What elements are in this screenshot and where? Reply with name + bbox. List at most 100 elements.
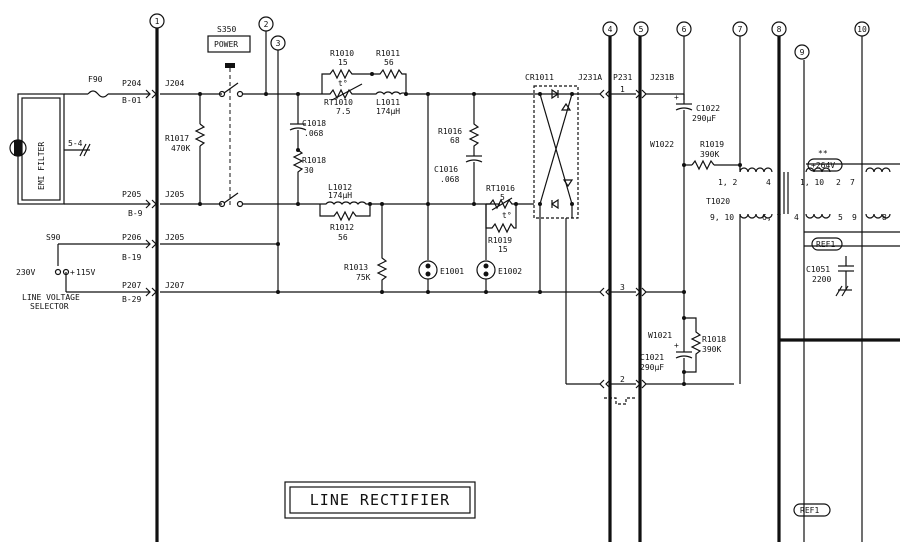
svg-text:2: 2: [620, 375, 625, 384]
svg-text:J204: J204: [165, 79, 184, 88]
svg-text:6, 7: 6, 7: [762, 213, 781, 222]
svg-text:F90: F90: [88, 75, 103, 84]
resistor-r1013: R1013 75K: [344, 204, 388, 292]
svg-text:t°: t°: [502, 211, 512, 220]
svg-text:5: 5: [838, 213, 843, 222]
svg-text:P231: P231: [613, 73, 632, 82]
svg-text:390K: 390K: [700, 150, 719, 159]
svg-text:290µF: 290µF: [640, 363, 664, 372]
svg-text:230V: 230V: [16, 268, 35, 277]
svg-text:470K: 470K: [171, 144, 190, 153]
svg-text:T1020: T1020: [706, 197, 730, 206]
svg-text:B-19: B-19: [122, 253, 141, 262]
node-7: 7: [732, 21, 748, 37]
svg-text:RT1016: RT1016: [486, 184, 515, 193]
bus-lines: [155, 28, 900, 542]
svg-text:2: 2: [264, 20, 269, 29]
svg-text:SELECTOR: SELECTOR: [30, 302, 69, 311]
svg-text:P204: P204: [122, 79, 141, 88]
svg-text:115V: 115V: [76, 268, 95, 277]
svg-text:EMI FILTER: EMI FILTER: [37, 142, 46, 190]
capacitor-c1018: C1018 .068: [289, 94, 326, 150]
svg-text:3: 3: [620, 283, 625, 292]
svg-text:J205: J205: [165, 233, 184, 242]
resistor-r1018: R1018 30: [292, 149, 326, 204]
svg-text:W1022: W1022: [650, 140, 674, 149]
svg-text:R1012: R1012: [330, 223, 354, 232]
svg-text:10: 10: [857, 25, 867, 34]
svg-text:J231B: J231B: [650, 73, 674, 82]
svg-text:+264V: +264V: [811, 161, 835, 170]
svg-text:R1019: R1019: [700, 140, 724, 149]
svg-text:30: 30: [304, 166, 314, 175]
svg-text:R1011: R1011: [376, 49, 400, 58]
svg-text:9, 10: 9, 10: [710, 213, 734, 222]
svg-text:RT1010: RT1010: [324, 98, 353, 107]
svg-text:.068: .068: [440, 175, 459, 184]
svg-text:C1021: C1021: [640, 353, 664, 362]
svg-text:LINE VOLTAGE: LINE VOLTAGE: [22, 293, 80, 302]
svg-text:290µF: 290µF: [692, 114, 716, 123]
svg-text:P206: P206: [122, 233, 141, 242]
svg-text:174µH: 174µH: [376, 107, 400, 116]
svg-text:2: 2: [836, 178, 841, 187]
capacitor-c1016: C1016 .068: [434, 155, 483, 204]
capacitor-c1051: C1051 2200: [806, 256, 854, 297]
svg-text:4: 4: [766, 178, 771, 187]
transformer-t1020: 1, 2 T1020 9, 10 4 6, 7 1, 10 2 7 4 5 9 …: [706, 163, 900, 384]
svg-text:5: 5: [639, 25, 644, 34]
svg-text:J205: J205: [165, 190, 184, 199]
svg-text:**: **: [818, 149, 828, 158]
resistor-r1011: R1011 56: [372, 49, 407, 94]
svg-text:J207: J207: [165, 281, 184, 290]
diagram-title: LINE RECTIFIER: [310, 491, 450, 509]
spark-gap-e1001: E1001: [418, 94, 464, 292]
svg-text:+: +: [674, 93, 679, 102]
node-10: 10: [854, 21, 870, 37]
svg-text:4: 4: [608, 25, 613, 34]
svg-text:1: 1: [620, 85, 625, 94]
node-labels: 1 2 3 4 5 6 7 8 9 10: [149, 13, 870, 60]
svg-text:+: +: [674, 341, 679, 350]
power-switch-s350[interactable]: S350 POWER: [207, 25, 251, 208]
svg-text:E1001: E1001: [440, 267, 464, 276]
fuse-f90: F90: [87, 75, 109, 98]
svg-text:C1051: C1051: [806, 265, 830, 274]
resistor-r1018-390k: R1018 390K: [684, 317, 726, 373]
svg-text:75K: 75K: [356, 273, 371, 282]
svg-text:9: 9: [852, 213, 857, 222]
svg-text:5: 5: [500, 193, 505, 202]
svg-text:C1018: C1018: [302, 119, 326, 128]
svg-text:R1017: R1017: [165, 134, 189, 143]
svg-text:4: 4: [794, 213, 799, 222]
svg-text:7: 7: [850, 178, 855, 187]
svg-text:C1022: C1022: [696, 104, 720, 113]
svg-text:P207: P207: [122, 281, 141, 290]
resistor-r1019-15: R1019 15: [485, 204, 517, 254]
svg-text:POWER: POWER: [214, 40, 238, 49]
svg-text:3: 3: [276, 39, 281, 48]
node-4: 4: [602, 21, 618, 37]
svg-text:S350: S350: [217, 25, 236, 34]
svg-text:1: 1: [155, 17, 160, 26]
svg-text:B-29: B-29: [122, 295, 141, 304]
svg-text:15: 15: [498, 245, 508, 254]
svg-text:8: 8: [777, 25, 782, 34]
node-3: 3: [270, 35, 286, 51]
node-8: 8: [771, 21, 787, 37]
svg-text:C1016: C1016: [434, 165, 458, 174]
svg-text:R1019: R1019: [488, 236, 512, 245]
svg-text:CR1011: CR1011: [525, 73, 554, 82]
node-1: 1: [149, 13, 165, 29]
svg-text:B-9: B-9: [128, 209, 143, 218]
svg-text:t°: t°: [338, 79, 348, 88]
emi-filter: EMI FILTER 5-4: [9, 93, 91, 205]
resistor-r1016: R1016 68: [438, 94, 480, 156]
inductor-l1012: L1012 174µH: [320, 183, 382, 205]
voltage-tag-264v: ** +264V: [807, 149, 843, 172]
svg-text:56: 56: [338, 233, 348, 242]
svg-text:R1016: R1016: [438, 127, 462, 136]
resistor-r1019-390k: R1019 390K: [684, 140, 740, 171]
line-voltage-selector[interactable]: 230V + 115V LINE VOLTAGE SELECTOR: [16, 244, 95, 311]
